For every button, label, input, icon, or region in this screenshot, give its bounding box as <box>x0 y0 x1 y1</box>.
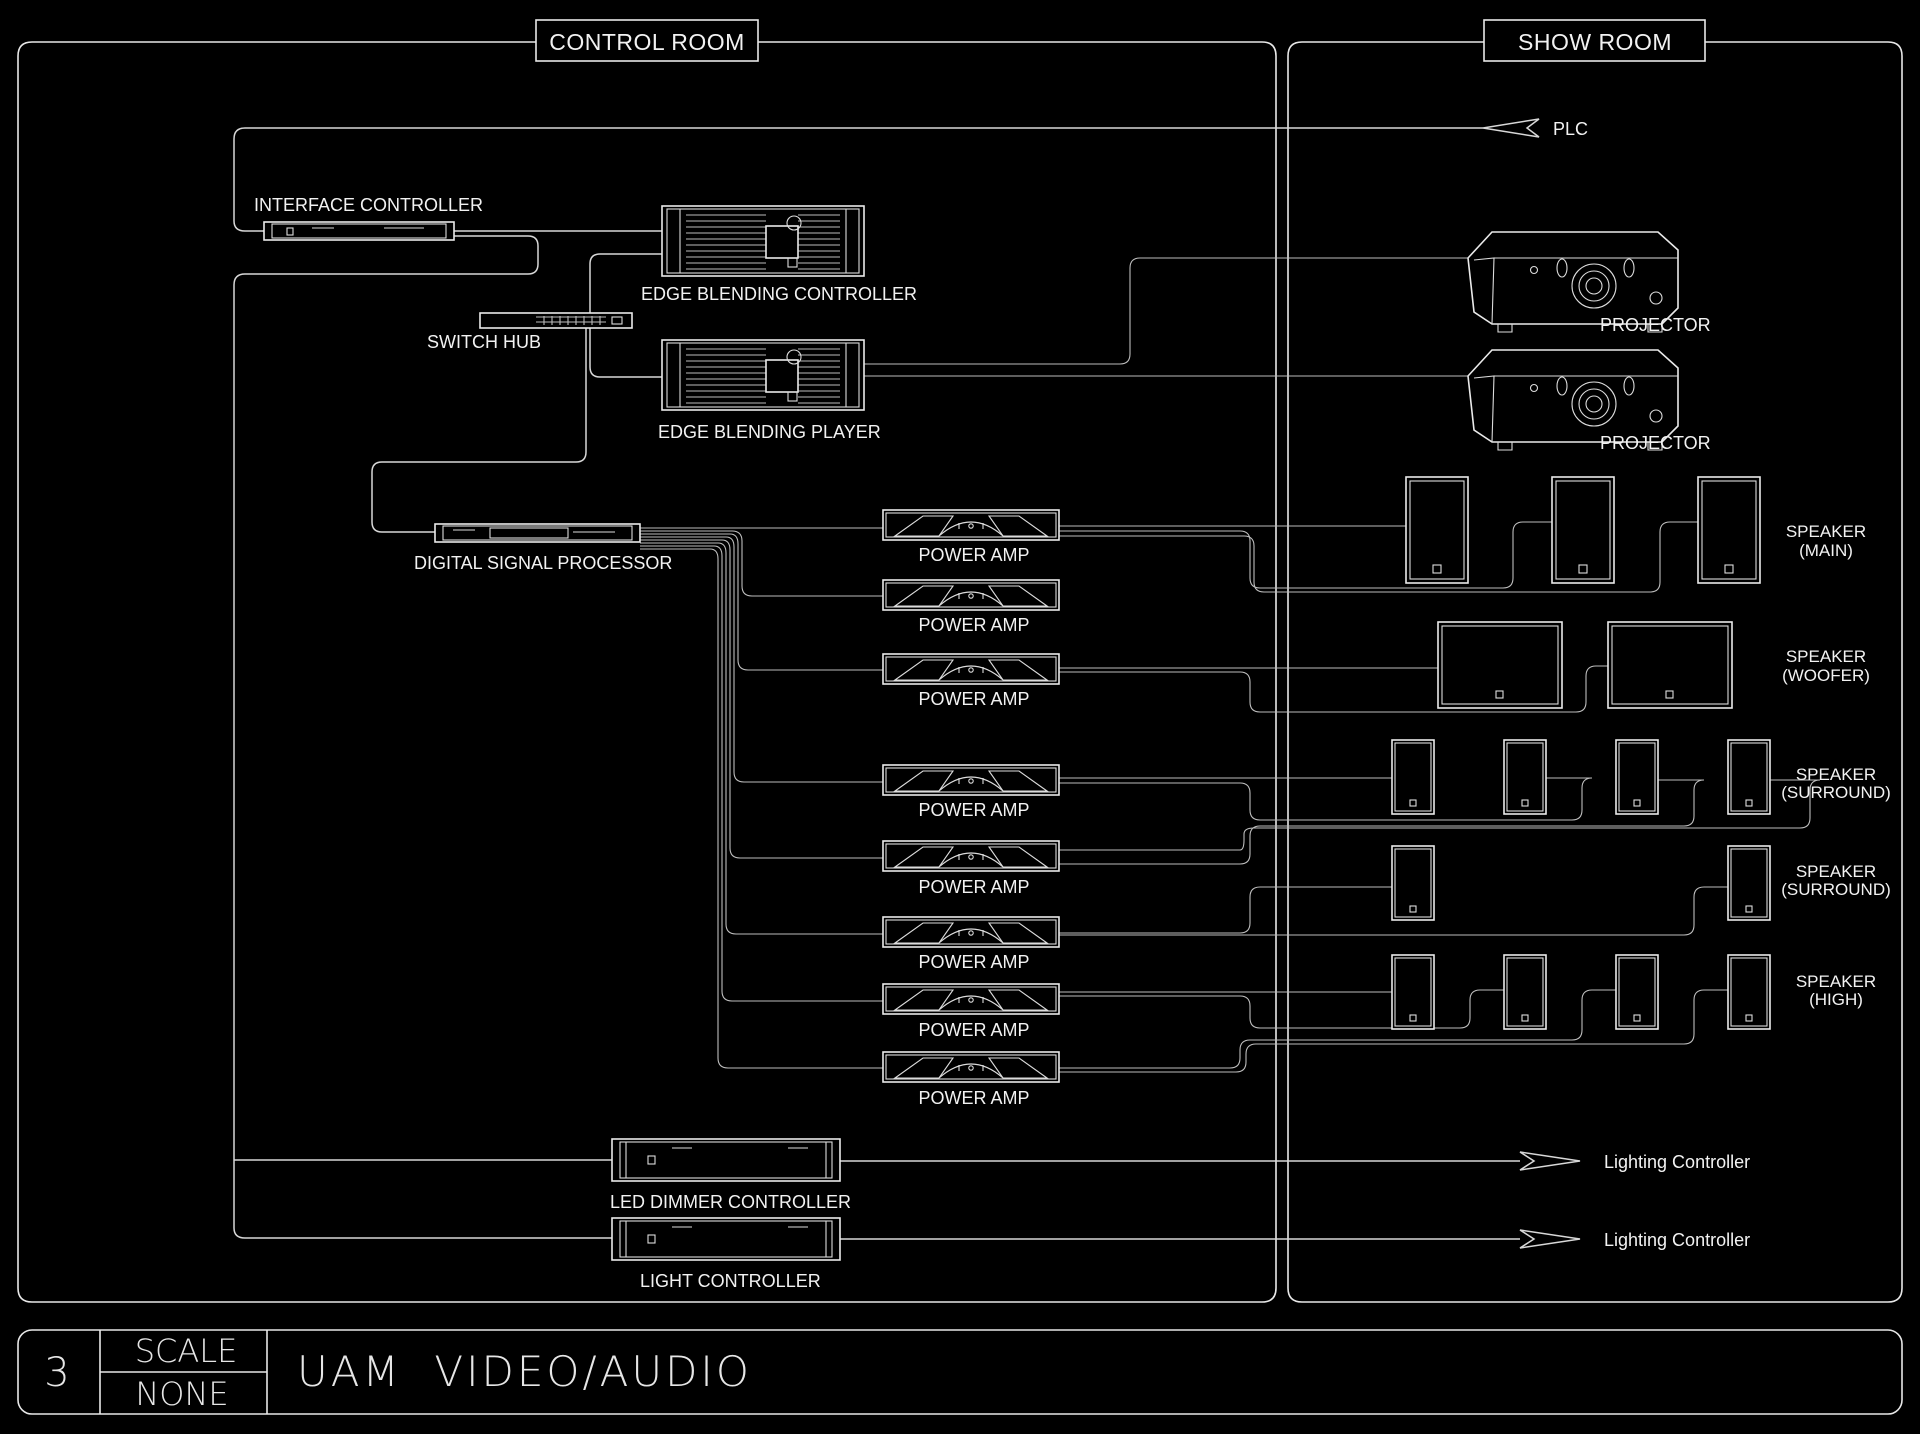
power-amp-label-4: POWER AMP <box>918 800 1029 820</box>
speaker-high-1 <box>1391 954 1435 1030</box>
projector-label-1: PROJECTOR <box>1600 315 1711 335</box>
dsp-device <box>434 523 641 543</box>
edge-blending-player-label: EDGE BLENDING PLAYER <box>658 422 881 442</box>
dsp-label: DIGITAL SIGNAL PROCESSOR <box>414 553 672 573</box>
player-to-projector1-line <box>864 257 1468 365</box>
control-room-header-box <box>535 19 759 62</box>
speaker-surround-label-1b: (SURROUND) <box>1781 783 1891 802</box>
show-room-frame <box>1287 41 1903 1303</box>
speaker-woofer-label-1: SPEAKER <box>1786 647 1866 666</box>
speaker-surround-3 <box>1615 739 1659 815</box>
sheet-number: 3 <box>44 1350 69 1396</box>
speaker-main-1 <box>1405 476 1469 584</box>
power-amp-label-8: POWER AMP <box>918 1088 1029 1108</box>
edge-blending-controller-label: EDGE BLENDING CONTROLLER <box>641 284 917 304</box>
speaker-main-label-2: (MAIN) <box>1799 541 1853 560</box>
led-dimmer-controller-label: LED DIMMER CONTROLLER <box>610 1192 851 1212</box>
power-amp-label-3: POWER AMP <box>918 689 1029 709</box>
switch-down-line <box>371 328 587 533</box>
drawing-title: UAM VIDEO/AUDIO <box>297 1347 752 1396</box>
projector-label-2: PROJECTOR <box>1600 433 1711 453</box>
lighting-controller-label-1: Lighting Controller <box>1604 1152 1750 1172</box>
power-amp-device-8 <box>882 1051 1060 1083</box>
control-room-header: CONTROL ROOM <box>549 29 745 55</box>
light-controller-label: LIGHT CONTROLLER <box>640 1271 821 1291</box>
control-room-frame <box>17 41 1277 1303</box>
power-amp-device-3 <box>882 653 1060 685</box>
lighting-arrow-icon-1 <box>1519 1151 1581 1171</box>
power-amp-label-1: POWER AMP <box>918 545 1029 565</box>
speaker-surround-5 <box>1391 845 1435 921</box>
power-amp-device-5 <box>882 840 1060 872</box>
speaker-surround-2 <box>1503 739 1547 815</box>
speaker-surround-label-2a: SPEAKER <box>1796 862 1876 881</box>
speaker-woofer-label-2: (WOOFER) <box>1782 666 1870 685</box>
amp-to-speaker-lines <box>1059 521 1821 1073</box>
speaker-high-3 <box>1615 954 1659 1030</box>
speaker-surround-1 <box>1391 739 1435 815</box>
speaker-main-label-1: SPEAKER <box>1786 522 1866 541</box>
scale-value: NONE <box>135 1375 228 1413</box>
speaker-high-label-2: (HIGH) <box>1809 990 1863 1009</box>
power-amp-device-1 <box>882 509 1060 541</box>
speaker-surround-label-2b: (SURROUND) <box>1781 880 1891 899</box>
speaker-woofer-1 <box>1437 621 1563 709</box>
plc-arrow-icon <box>1482 118 1540 138</box>
speaker-high-2 <box>1503 954 1547 1030</box>
switch-hub-label: SWITCH HUB <box>427 332 541 352</box>
lighting-controller-label-2: Lighting Controller <box>1604 1230 1750 1250</box>
speaker-main-2 <box>1551 476 1615 584</box>
power-amp-label-5: POWER AMP <box>918 877 1029 897</box>
power-amp-device-7 <box>882 983 1060 1015</box>
interface-loop-line <box>233 235 612 1239</box>
power-amp-device-6 <box>882 916 1060 948</box>
show-room-header: SHOW ROOM <box>1518 29 1672 55</box>
title-block-frame <box>17 1329 1903 1415</box>
power-amp-label-7: POWER AMP <box>918 1020 1029 1040</box>
switch-hub-device <box>479 312 633 329</box>
speaker-surround-4 <box>1727 739 1771 815</box>
edge-blending-player-device <box>661 339 865 411</box>
speaker-surround-6 <box>1727 845 1771 921</box>
interface-controller-device <box>263 221 455 241</box>
speaker-woofer-2 <box>1607 621 1733 709</box>
led-dimmer-controller-device <box>611 1138 841 1182</box>
show-room-header-box <box>1483 19 1706 62</box>
speaker-main-3 <box>1697 476 1761 584</box>
power-amp-label-6: POWER AMP <box>918 952 1029 972</box>
lighting-arrow-icon-2 <box>1519 1229 1581 1249</box>
power-amp-device-2 <box>882 579 1060 611</box>
scale-label: SCALE <box>135 1332 238 1370</box>
speaker-high-4 <box>1727 954 1771 1030</box>
dsp-to-amp-lines <box>640 527 883 1069</box>
plc-line <box>233 127 1483 232</box>
power-amp-device-4 <box>882 764 1060 796</box>
speaker-surround-label-1a: SPEAKER <box>1796 765 1876 784</box>
plc-label: PLC <box>1553 119 1588 139</box>
edge-blending-controller-device <box>661 205 865 277</box>
light-controller-device <box>611 1217 841 1261</box>
interface-controller-label: INTERFACE CONTROLLER <box>254 195 483 215</box>
power-amp-label-2: POWER AMP <box>918 615 1029 635</box>
speaker-high-label-1: SPEAKER <box>1796 972 1876 991</box>
